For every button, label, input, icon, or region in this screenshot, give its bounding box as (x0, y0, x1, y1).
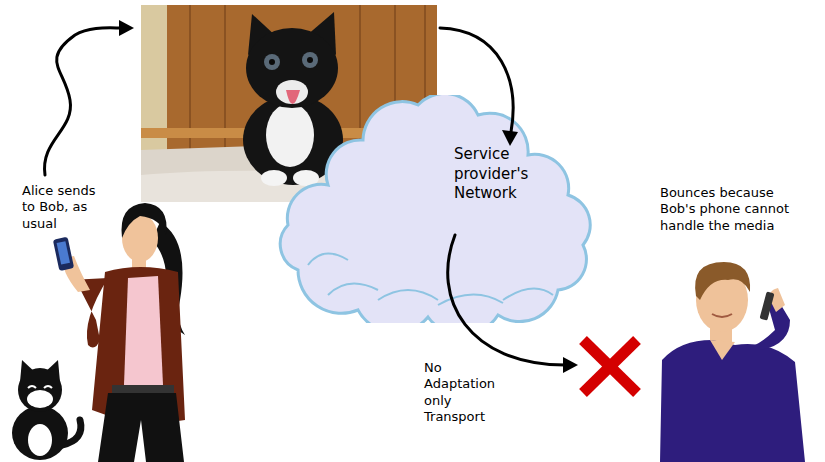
alice-figure-part (112, 385, 174, 393)
cat-figure-part (44, 386, 52, 388)
failure-cross-part (583, 340, 637, 393)
kitten-photo-part (261, 170, 287, 186)
kitten-photo-part (246, 28, 338, 108)
alice-figure (53, 203, 185, 462)
cloud-fold (503, 289, 553, 300)
cloud-fold (308, 254, 348, 265)
bob-figure-part (712, 314, 732, 317)
cloud-fold (328, 284, 378, 295)
arrow-head-part (563, 357, 578, 373)
flow-arrow-part (440, 28, 513, 132)
cloud-shape (280, 95, 590, 323)
failure-cross-part (583, 340, 637, 393)
kitten-photo-part (264, 54, 280, 70)
alice-figure-part (124, 276, 163, 385)
cloud-fold (438, 294, 503, 305)
cat-figure-part (12, 406, 68, 460)
flow-arrow (45, 28, 565, 365)
bob-figure (660, 262, 805, 462)
kitten-photo-part (307, 57, 313, 63)
cloud-fold (378, 290, 438, 300)
kitten-photo-part (276, 80, 308, 104)
bob-figure-part (755, 300, 790, 350)
note-label: No Adaptation only Transport (424, 360, 504, 425)
flow-arrow-part (448, 235, 565, 365)
cloud-node: Service provider's Network (268, 95, 596, 323)
note-holder: No Adaptation only Transport (424, 360, 504, 425)
kitten-photo-part (269, 59, 275, 65)
note-holder: Alice sends to Bob, as usual (22, 183, 110, 232)
alice-figure-part (121, 203, 166, 238)
bob-figure-part (710, 340, 735, 360)
note-label: Bounces because Bob's phone cannot handl… (660, 185, 792, 234)
bob-figure-part (760, 291, 775, 320)
alice-figure-part (53, 237, 74, 271)
cat-figure-part (28, 386, 36, 388)
kitten-photo-part (266, 103, 314, 167)
cloud-outline (268, 95, 596, 323)
failure-cross (583, 340, 637, 393)
cat-figure-part (28, 424, 52, 456)
cat-figure (12, 360, 81, 460)
arrow-head-part (502, 130, 518, 146)
arrow-head (119, 20, 578, 373)
note-holder: Bounces because Bob's phone cannot handl… (660, 185, 792, 234)
bob-figure-part (695, 262, 750, 300)
kitten-photo-part (302, 52, 318, 68)
alice-figure-part (98, 393, 184, 462)
bob-figure-part (660, 340, 805, 462)
flow-arrow-part (45, 28, 122, 175)
cat-figure-part (27, 390, 53, 408)
kitten-photo-part (286, 90, 300, 104)
cat-figure-part (18, 368, 62, 412)
alice-figure-part (57, 241, 70, 264)
arrow-head-part (119, 20, 134, 36)
node-text: Service provider's Network (454, 145, 559, 204)
note-label: Alice sends to Bob, as usual (22, 183, 110, 232)
